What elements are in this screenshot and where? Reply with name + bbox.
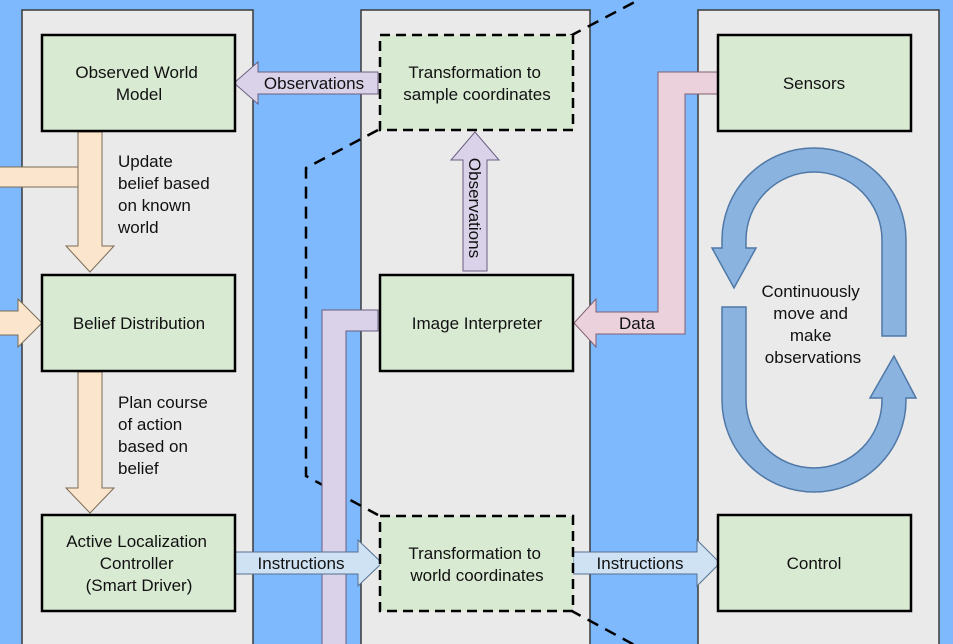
update-belief-arrow [64,131,116,273]
observations-vertical-label: Observations [465,158,484,258]
svg-text:Plan course of action: Plan course of action based on belief [118,393,213,478]
plan-course-arrow [64,371,116,514]
svg-text:Transformation to world co: Transformation to world coordinates [408,544,545,585]
transform-sample-box [378,33,575,132]
loop-arrow-top-icon [710,147,907,337]
update-belief-note-line2: belief based [118,174,210,193]
control-label: Control [787,554,842,573]
observed-world-model-label-line2: Model [116,85,162,104]
loop-arrow-bottom-icon [721,306,918,493]
left-peach-arrows [0,131,116,514]
svg-text:Belief Distribution: Belief Distribution [73,314,205,333]
transform-world-label-line2: world coordinates [409,566,543,585]
instructions-arrow-right [572,538,721,588]
active-localization-controller-label-line3: (Smart Driver) [86,576,193,595]
svg-text:Image Interpreter: Image Interpreter [412,314,543,333]
observed-world-model-box [40,33,237,133]
observations-arrow-left [233,60,379,106]
observed-world-model-label: Observed World [75,63,198,82]
data-label: Data [619,314,655,333]
loop-note-line3: make [790,326,832,345]
zoom-line-top [569,0,642,38]
data-arrow [573,71,719,349]
instructions-arrow-left [234,538,383,588]
observations-arrow-vertical [449,131,501,272]
plan-course-note: Plan course [118,393,208,412]
update-belief-note-line4: world [117,218,159,237]
zoom-line-bottom [569,608,636,644]
control-box [716,513,913,613]
loop-note: Continuously [761,282,860,301]
instructions-left-label: Instructions [258,554,345,573]
instructions-right-label: Instructions [597,554,684,573]
belief-distribution-label: Belief Distribution [73,314,205,333]
belief-distribution-box [40,273,237,373]
active-localization-controller-box [40,513,237,613]
loop-note-line4: observations [765,348,861,367]
image-interpreter-label: Image Interpreter [412,314,543,333]
plan-course-note-line2: of action [118,415,182,434]
update-belief-note: Update [118,152,173,171]
sensors-label: Sensors [783,74,845,93]
transform-world-label: Transformation to [408,544,541,563]
plan-course-note-line3: based on [118,437,188,456]
svg-text:Observed World Model: Observed World Model [75,63,202,104]
transform-sample-label: Transformation to [408,63,541,82]
active-localization-controller-label: Active Localization [66,532,207,551]
svg-text:Control: Control [787,554,842,573]
sensors-box [716,33,913,133]
svg-text:Active Localization Contro: Active Localization Controller (Smart Dr… [66,532,212,595]
svg-text:Transformation to sample c: Transformation to sample coordinates [403,63,550,104]
peach-entry-arrow-top [0,166,79,188]
plan-course-note-line4: belief [118,459,159,478]
svg-text:Sensors: Sensors [783,74,845,93]
image-interpreter-box [378,273,575,373]
transform-sample-label-line2: sample coordinates [403,85,550,104]
update-belief-note-line3: on known [118,196,191,215]
svg-text:Update belief based on: Update belief based on known world [117,152,214,237]
active-localization-controller-label-line2: Controller [100,554,174,573]
peach-entry-arrow-belief [0,297,43,349]
transform-world-box [378,514,575,613]
loop-note-line2: move and [773,304,848,323]
svg-text:Continuously move and: Continuously move and make observations [761,282,864,367]
observations-left-label: Observations [264,74,364,93]
